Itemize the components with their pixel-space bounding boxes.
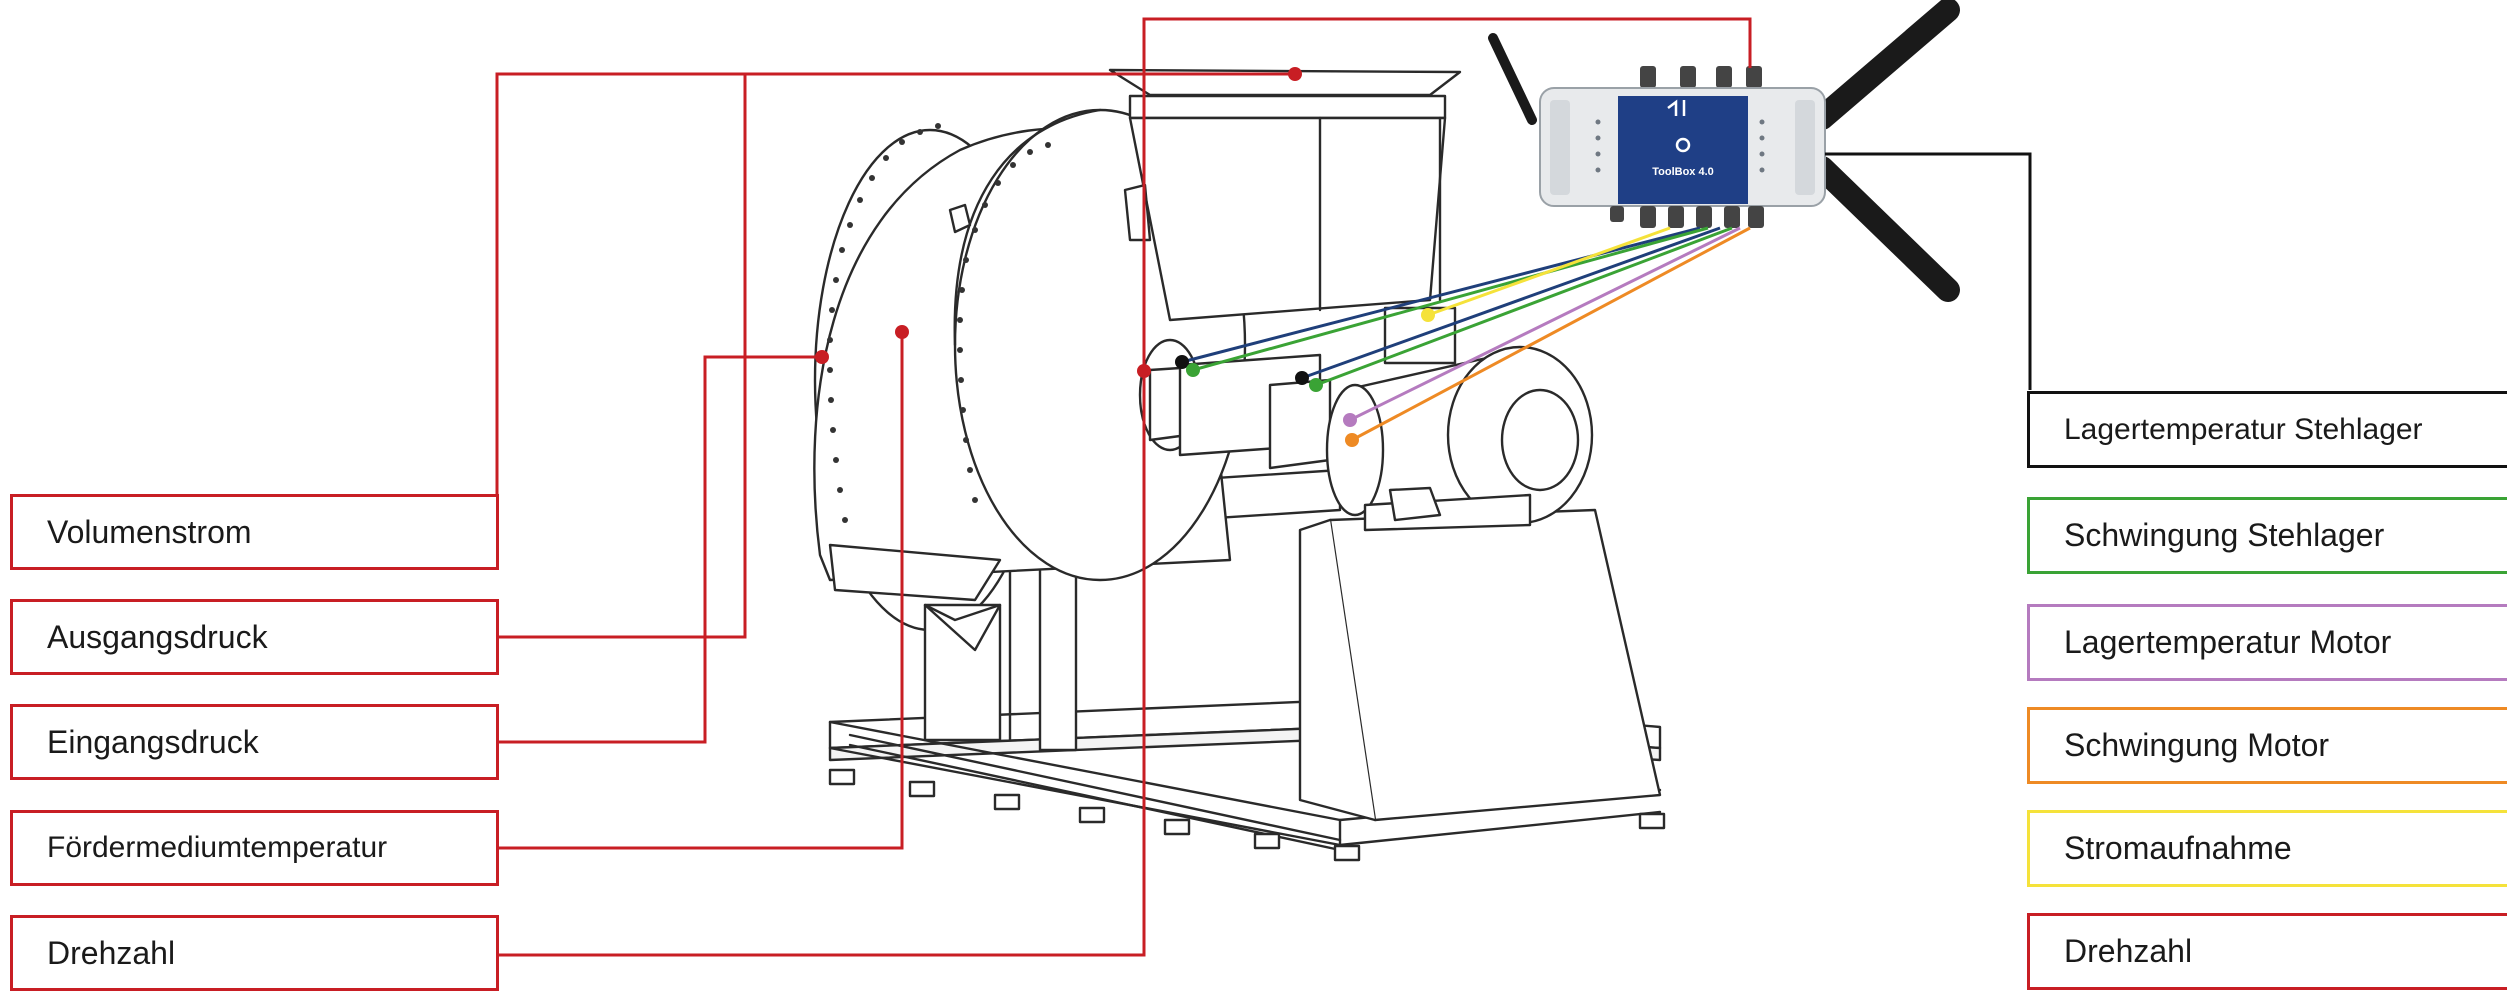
sensor-points (1175, 308, 1435, 447)
left-leader-dots (815, 67, 1302, 378)
label-drehzahl-right: Drehzahl (2027, 913, 2507, 990)
sensor-dot-black-1 (1175, 355, 1189, 369)
label-foerdermediumtemperatur: Fördermediumtemperatur (10, 810, 499, 886)
sensor-dot-yellow (1421, 308, 1435, 322)
dot-volumenstrom (1288, 67, 1302, 81)
label-schwingung-motor-text: Schwingung Motor (2064, 727, 2330, 763)
sensor-dot-green-2 (1309, 378, 1323, 392)
connector-icons-bottom (1610, 206, 1764, 228)
machine-feet (828, 768, 1666, 862)
sensor-dot-green-1 (1186, 363, 1200, 377)
rivets (827, 123, 1231, 523)
label-lagertemperatur-stehlager-text: Lagertemperatur Stehlager (2064, 412, 2423, 446)
label-volumenstrom: Volumenstrom (10, 494, 499, 570)
label-drehzahl-right-text: Drehzahl (2064, 933, 2193, 969)
label-volumenstrom-text: Volumenstrom (47, 513, 252, 550)
left-leader-lines (495, 17, 1752, 957)
label-schwingung-stehlager: Schwingung Stehlager (2027, 497, 2507, 574)
signal-line-orange (1351, 226, 1751, 442)
motor-pedestal (1328, 508, 1662, 822)
leader-foerdermediumtemperatur (497, 332, 904, 850)
signal-line-navy-1 (1181, 226, 1701, 364)
label-schwingung-motor: Schwingung Motor (2027, 707, 2507, 784)
label-eingangsdruck-text: Eingangsdruck (47, 723, 259, 760)
signal-line-navy-2 (1301, 226, 1721, 380)
leader-drehzahl-left (497, 17, 1752, 957)
connector-icons-top (1640, 66, 1762, 88)
signal-line-green-2 (1315, 226, 1733, 387)
label-stromaufnahme-text: Stromaufnahme (2064, 830, 2292, 866)
label-ausgangsdruck: Ausgangsdruck (10, 599, 499, 675)
leader-lagertemperatur-stehlager (1825, 152, 2032, 390)
label-eingangsdruck: Eingangsdruck (10, 704, 499, 780)
label-ausgangsdruck-text: Ausgangsdruck (47, 618, 268, 655)
sensor-dot-black-2 (1295, 371, 1309, 385)
signal-line-yellow (1427, 226, 1671, 317)
label-foerdermediumtemperatur-text: Fördermediumtemperatur (47, 831, 388, 864)
dot-foerdermediumtemperatur (895, 325, 909, 339)
dot-eingangsdruck (815, 350, 829, 364)
signal-line-green-1 (1192, 226, 1709, 372)
toolbox-device: ToolBox 4.0 (1488, 0, 1960, 302)
label-stromaufnahme: Stromaufnahme (2027, 810, 2507, 887)
leader-ausgangsdruck (497, 74, 747, 639)
radial-fan-illustration (813, 68, 1666, 862)
label-lagertemperatur-motor-text: Lagertemperatur Motor (2064, 624, 2392, 660)
sensor-signal-lines (1181, 226, 1751, 442)
dot-drehzahl-shaft (1137, 364, 1151, 378)
sensor-dot-purple (1343, 413, 1357, 427)
label-lagertemperatur-motor: Lagertemperatur Motor (2027, 604, 2507, 681)
antenna-icons (1488, 0, 1960, 302)
sensor-dot-orange (1345, 433, 1359, 447)
led-indicators (1595, 119, 1765, 173)
label-lagertemperatur-stehlager: Lagertemperatur Stehlager (2027, 391, 2507, 468)
label-drehzahl-left-text: Drehzahl (47, 934, 176, 971)
device-logo-icon (1667, 99, 1691, 153)
device-name: ToolBox 4.0 (1652, 166, 1714, 178)
bearing-housing-right (1268, 378, 1332, 470)
leader-eingangsdruck (497, 355, 822, 744)
label-schwingung-stehlager-text: Schwingung Stehlager (2064, 517, 2385, 553)
signal-line-purple (1349, 226, 1741, 422)
label-drehzahl-left: Drehzahl (10, 915, 499, 991)
leader-volumenstrom (495, 72, 1295, 496)
